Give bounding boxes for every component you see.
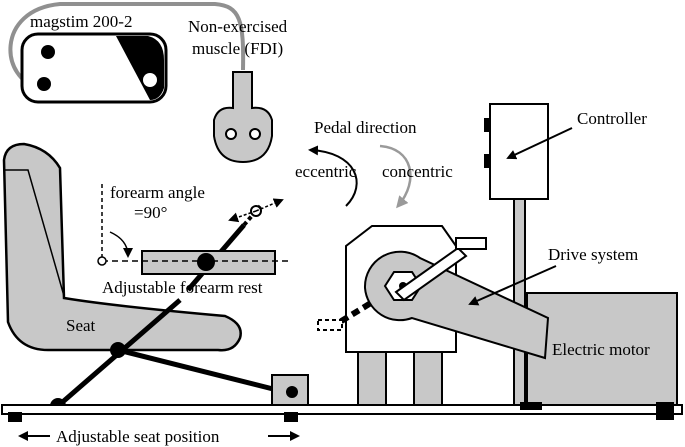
muscle-label-line1: Non-exercised bbox=[188, 17, 288, 36]
base-foot-3 bbox=[520, 402, 542, 410]
stimulator-cable bbox=[8, 2, 246, 90]
seat-slider-block bbox=[271, 374, 309, 408]
concentric-arrow bbox=[379, 144, 412, 209]
ergometer-leg-right bbox=[413, 351, 443, 409]
forearm-rest-pivot bbox=[197, 253, 215, 271]
ergometer-leg-left bbox=[357, 351, 387, 409]
tms-coil bbox=[213, 71, 273, 164]
dashed-pedal bbox=[317, 319, 343, 331]
pedal bbox=[455, 237, 487, 250]
eccentric-label: eccentric bbox=[295, 162, 357, 181]
drive-system bbox=[363, 237, 550, 360]
seat-pivot bbox=[110, 342, 126, 358]
seat-support-link bbox=[117, 347, 286, 395]
stimulator-label: magstim 200-2 bbox=[30, 12, 132, 31]
electric-motor-label: Electric motor bbox=[552, 340, 650, 359]
seat-label: Seat bbox=[66, 316, 96, 335]
controller-pointer bbox=[506, 127, 573, 160]
stimulator-port-left-top bbox=[41, 45, 55, 59]
seat-position-label: Adjustable seat position bbox=[56, 427, 220, 446]
angle-arc bbox=[109, 231, 133, 258]
muscle-label-line2: muscle (FDI) bbox=[192, 39, 283, 58]
magstim-stimulator bbox=[20, 32, 168, 104]
pedal-crank bbox=[394, 246, 468, 302]
stimulator-port-left-bottom bbox=[37, 77, 51, 91]
seat bbox=[2, 142, 242, 352]
base-rail bbox=[1, 404, 683, 415]
drive-system-label: Drive system bbox=[548, 245, 638, 264]
controller-label: Controller bbox=[577, 109, 647, 128]
base-foot-2 bbox=[284, 412, 298, 422]
eccentric-arrow bbox=[308, 145, 358, 207]
base-foot-1 bbox=[8, 412, 22, 422]
concentric-label: concentric bbox=[382, 162, 453, 181]
electric-motor-body bbox=[526, 292, 678, 406]
angle-vertex bbox=[97, 256, 107, 266]
forearm-adjust-arrow-a bbox=[228, 210, 257, 223]
forearm-angle-value: =90° bbox=[134, 203, 167, 222]
drive-system-pointer bbox=[468, 265, 557, 306]
stimulator-port-right bbox=[143, 73, 157, 87]
pedal-direction-label: Pedal direction bbox=[314, 118, 417, 137]
forearm-rest-label: Adjustable forearm rest bbox=[102, 278, 263, 297]
controller-box bbox=[484, 103, 549, 200]
forearm-angle-label: forearm angle bbox=[110, 183, 205, 202]
base-foot-4 bbox=[656, 402, 674, 420]
